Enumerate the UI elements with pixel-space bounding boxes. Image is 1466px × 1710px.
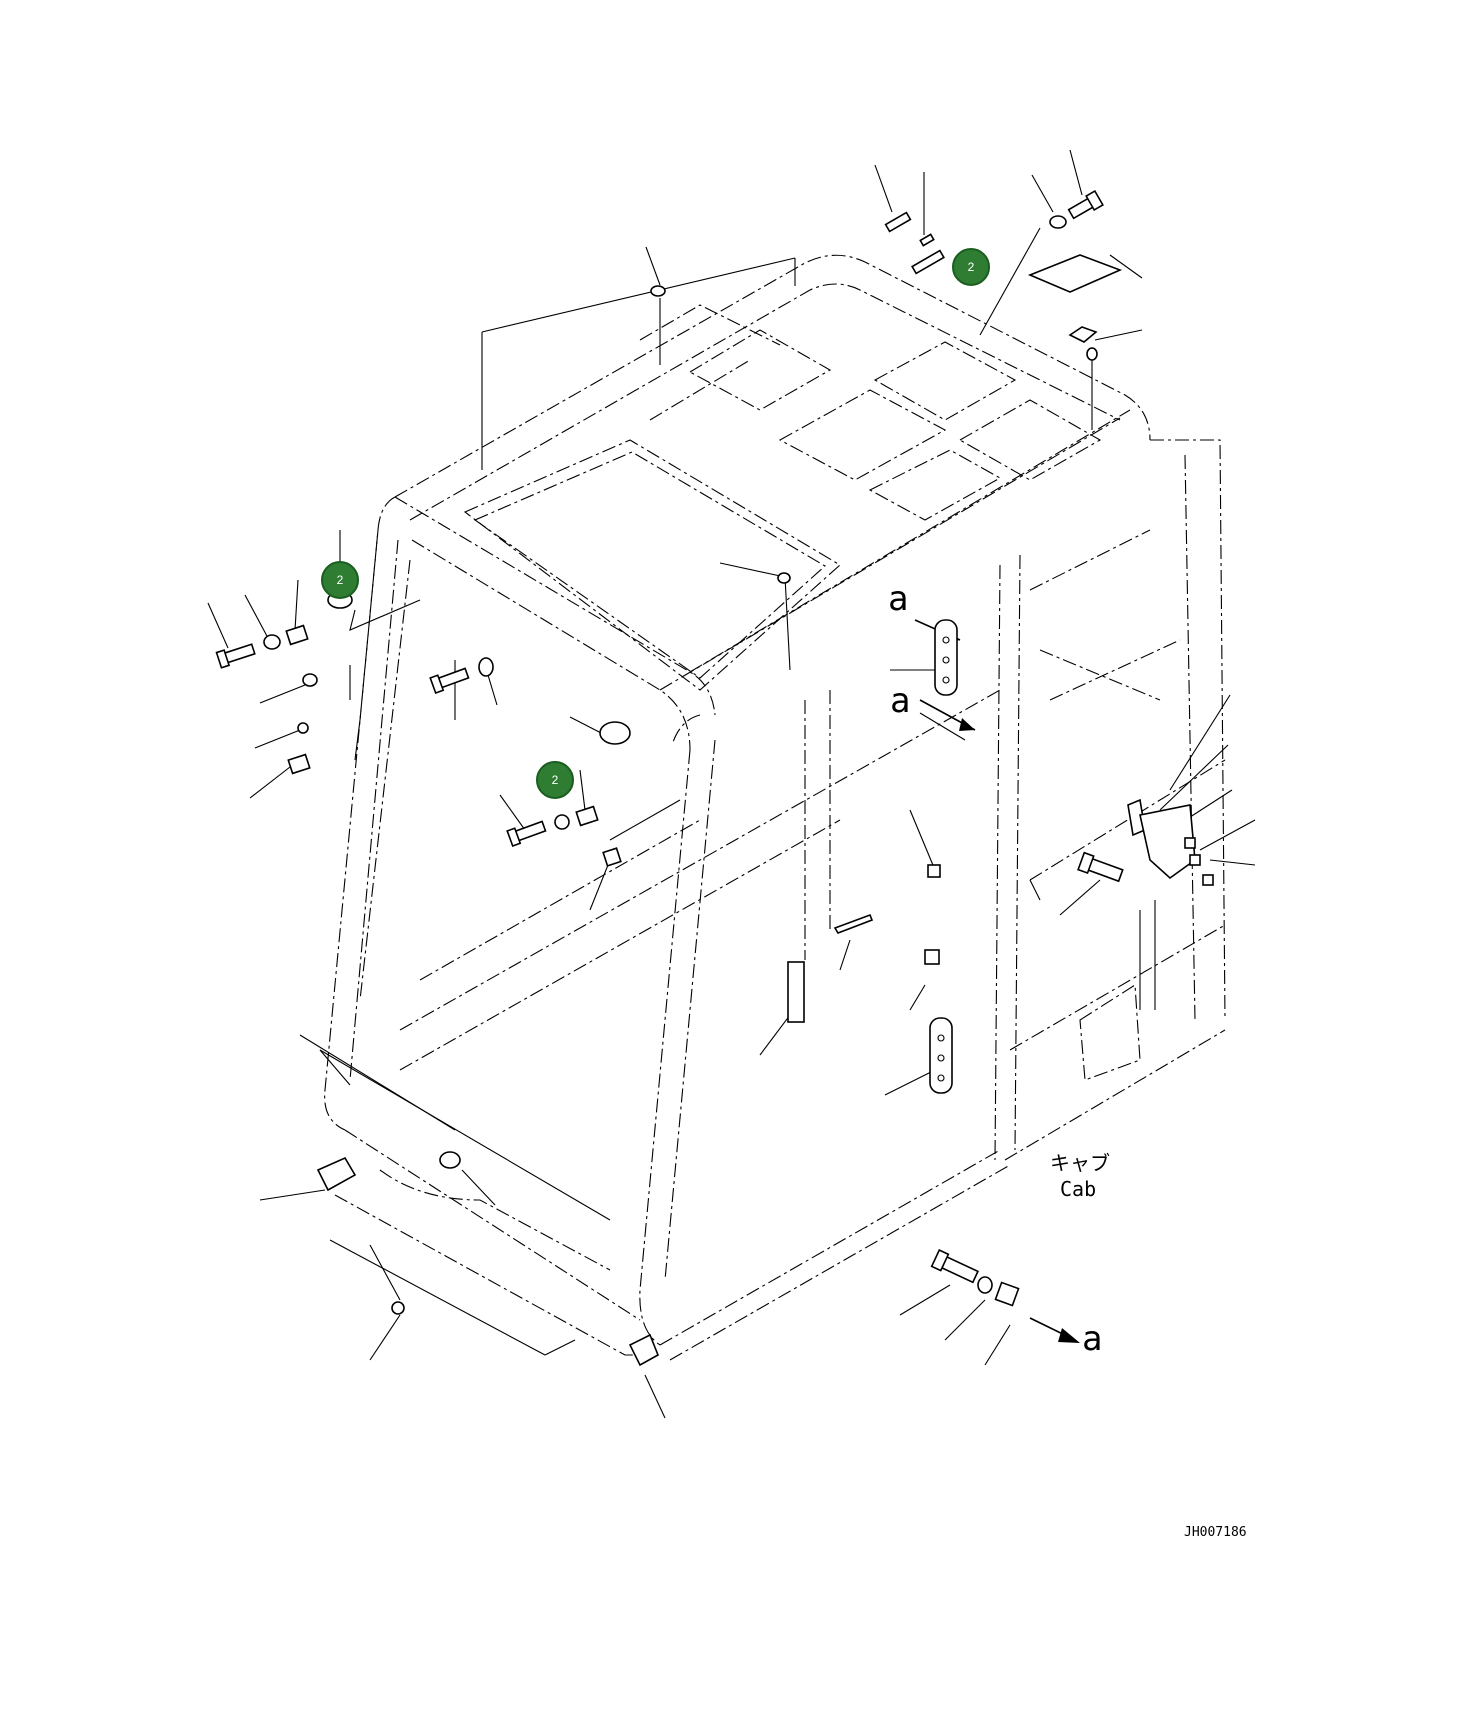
nut-part [602,847,622,867]
stud-part [911,249,945,275]
bolt-part [215,643,256,669]
drawing-number: JH007186 [1184,1525,1247,1540]
nut-part [287,753,311,775]
clip-part [302,673,318,687]
grommet-part [1068,326,1098,361]
washer-part [919,233,935,247]
block-part [628,1333,660,1367]
nut-part [1202,874,1214,886]
washer-part [977,1276,993,1294]
clip-part [297,722,309,734]
callout-badge[interactable]: 2 [952,248,990,286]
labels: a a a キャブ Cab JH007186 [888,579,1247,1540]
rod-part [833,913,874,934]
bolt-part [1067,189,1104,220]
svg-text:2: 2 [552,773,559,787]
bolt-part [930,1249,979,1284]
clip-part [777,572,791,584]
block-part [316,1156,357,1192]
view-ref-label-a: a [890,681,910,721]
hinge-part [929,1017,953,1094]
nut-part [1189,854,1201,866]
nut-part [1184,837,1196,849]
bolt-part [506,820,547,848]
callout-badge[interactable]: 2 [321,561,359,599]
clip-part [391,1301,405,1315]
bolt-part [1077,851,1124,883]
bolt-part [429,667,470,695]
svg-text:2: 2 [968,260,975,274]
strip-part [787,961,805,1023]
washer-part [478,657,494,677]
callout-badge[interactable]: 2 [536,761,574,799]
fasteners [215,189,1214,1367]
nut-part [927,864,941,878]
view-arrows [914,619,1080,1343]
view-ref-label-a: a [888,579,908,619]
leader-lines [207,149,1256,1419]
svg-text:2: 2 [337,573,344,587]
view-ref-label-a: a [1082,1319,1102,1359]
nut-part [285,624,309,646]
nut-part [924,949,940,965]
cab-label-jp: キャブ [1050,1151,1110,1175]
plate-part [1027,254,1123,293]
washer-part [554,814,570,830]
ring-part [599,721,631,745]
washer-part [263,634,281,650]
washer-part [1049,215,1067,229]
nut-part [994,1281,1020,1307]
cab-frame [324,254,1226,1361]
cab-label-en: Cab [1060,1177,1096,1201]
bolt-part [884,211,912,233]
plug-part [439,1151,461,1169]
hinge-part [934,619,958,696]
plate-part [1139,804,1196,880]
cap-part [650,285,666,297]
nut-part [575,805,599,827]
